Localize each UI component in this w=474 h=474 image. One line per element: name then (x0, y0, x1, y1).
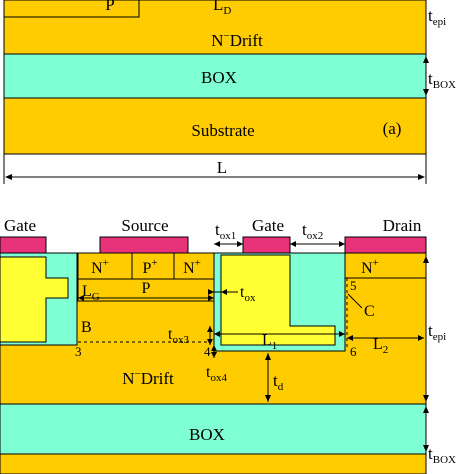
point-c-leader (347, 293, 363, 309)
tox4-label: tox4 (206, 364, 227, 384)
top-tbox-arrow-up (423, 56, 429, 63)
top-length-label: L (217, 158, 227, 177)
n-plus-drain-region (344, 252, 427, 279)
n-plus-drain-label: N+ (361, 257, 379, 277)
l2-label: L2 (373, 336, 388, 356)
bottom-tepi-arrow-down (423, 395, 429, 402)
gate-left-electrode (0, 236, 47, 254)
td-arrow-down (265, 395, 271, 402)
l2-arrow-left (347, 335, 353, 341)
top-length-arrow-left (5, 174, 12, 180)
panel-a: P LD N−Drift BOX Substrate (a) tepi tBOX… (3, 0, 456, 184)
point-c-label: C (364, 303, 375, 320)
top-substrate-label: Substrate (191, 121, 254, 140)
drain-electrode (344, 236, 427, 254)
td-arrow-up (265, 353, 271, 360)
tox3-arrow-down (207, 339, 213, 345)
top-p-label: P (105, 0, 114, 14)
bottom-tbox-arrow-down (423, 445, 429, 452)
point-4-label: 4 (204, 344, 211, 359)
bottom-drift-label: N−Drift (122, 368, 174, 388)
top-drift-label: N−Drift (211, 30, 263, 50)
l1-label: L1 (262, 332, 277, 352)
lg-label: LG (82, 283, 100, 303)
tox-arrow-left (221, 289, 227, 295)
tox1-arrow-right (237, 241, 243, 247)
l1-arrow-left (214, 331, 220, 337)
middle-trench-poly (220, 254, 336, 346)
bottom-tepi-arrow-up (423, 256, 429, 263)
tox3-arrow-up (207, 326, 213, 332)
gate-middle-label: Gate (252, 216, 284, 235)
bottom-substrate-sliver (0, 453, 427, 474)
bottom-tbox-arrow-up (423, 406, 429, 413)
source-label: Source (121, 216, 168, 235)
lg-arrow-left (78, 295, 84, 301)
top-panel-label: (a) (383, 119, 402, 138)
tox4-arrow-up (211, 345, 217, 351)
tox2-label: tox2 (302, 220, 323, 242)
top-tbox-label: tBOX (428, 69, 456, 91)
tox-label: tox (240, 284, 256, 304)
drain-label: Drain (383, 216, 422, 235)
tox3-label: tox3 (168, 326, 189, 346)
tox1-arrow-left (214, 241, 220, 247)
p-plus-label: P+ (142, 257, 157, 277)
l1-arrow-right (339, 331, 345, 337)
bottom-box-label: BOX (189, 425, 225, 444)
point-6-label: 6 (350, 344, 357, 359)
tox4-arrow-down (211, 352, 217, 358)
top-tepi-label: tepi (428, 6, 446, 28)
top-ld-label: LD (213, 0, 231, 17)
left-trench-poly (0, 256, 69, 343)
tox2-arrow-left (290, 241, 296, 247)
bottom-tepi-label: tepi (428, 321, 446, 343)
source-electrode (99, 236, 189, 254)
p-body-label: P (142, 280, 151, 297)
tox2-arrow-right (339, 241, 345, 247)
top-box-layer (3, 53, 427, 99)
point-3-label: 3 (75, 344, 82, 359)
point-b-label: B (81, 319, 92, 336)
bottom-tbox-label: tBOX (428, 444, 456, 466)
n-plus-2-label: N+ (183, 257, 201, 277)
top-box-label: BOX (201, 68, 237, 87)
td-label: td (273, 371, 284, 393)
top-substrate-layer (3, 97, 427, 155)
tox-arrow-right (208, 289, 214, 295)
p-plus-region (131, 252, 175, 280)
bottom-box-layer (0, 403, 427, 455)
lg-arrow-right (208, 295, 214, 301)
top-p-region (3, 0, 140, 18)
tox1-label: tox1 (215, 220, 236, 242)
point-5-label: 5 (350, 278, 357, 293)
panel-b: Gate Source Gate Drain tox1 tox2 N+ P+ N… (0, 216, 456, 474)
top-length-arrow-right (418, 174, 425, 180)
top-tbox-arrow-down (423, 89, 429, 96)
n-plus-1-label: N+ (91, 257, 109, 277)
gate-middle-electrode (242, 236, 291, 254)
l2-arrow-right (418, 335, 424, 341)
gate-left-label: Gate (4, 216, 36, 235)
